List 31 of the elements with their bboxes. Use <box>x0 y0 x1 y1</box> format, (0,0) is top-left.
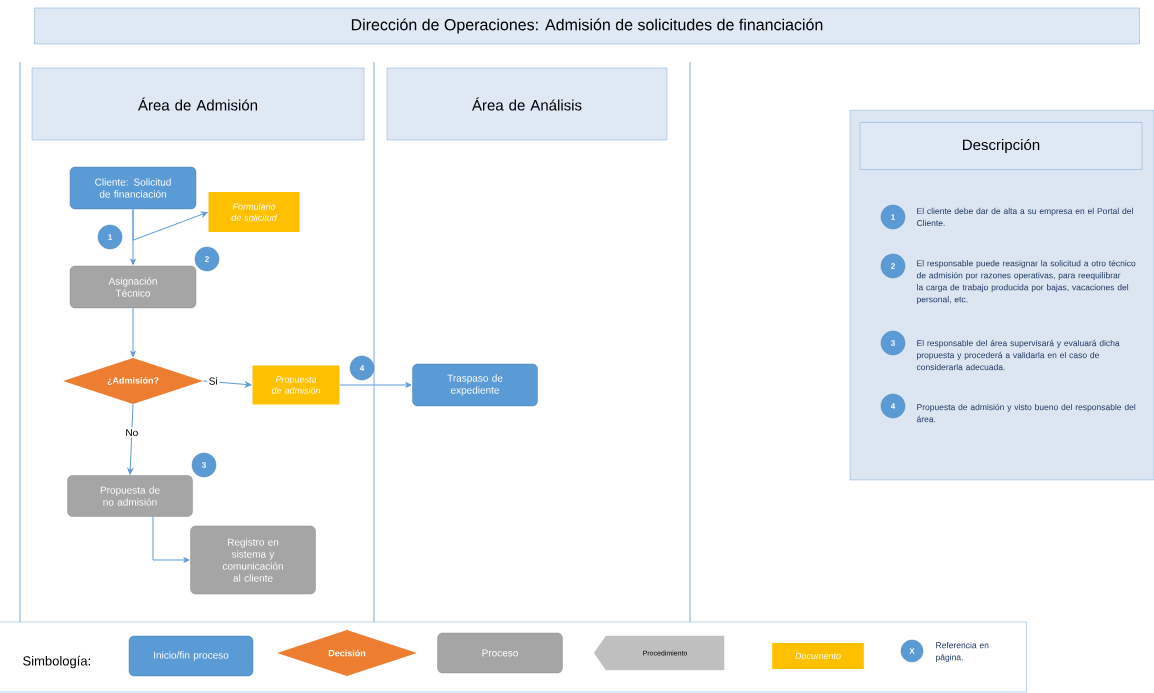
arrow <box>130 307 136 358</box>
lane-header: Área de Admisión <box>31 67 365 141</box>
lane-header: Área de Análisis <box>386 67 668 141</box>
process-box: Registro en sistema y comunicación al cliente <box>190 525 316 595</box>
reference-badge: 2 <box>880 253 906 279</box>
description-text: El cliente debe dar de alta a su empresa en el Portal del Cliente. <box>917 207 1133 227</box>
arrow <box>152 516 190 563</box>
arrow <box>339 382 412 388</box>
reference-badge: X <box>900 639 924 663</box>
reference-badge: 4 <box>349 355 375 381</box>
arrow <box>127 403 134 475</box>
edge-label: Si <box>207 375 220 387</box>
description-text: El responsable puede reasignar la solicitud a otro técnico de admisión por razones operativas, para reequilibrar la carga de trabajo producida por bajas, vacaciones del personal, etc. <box>916 260 1136 304</box>
description-text: El responsable del área supervisará y evaluará dicha propuesta y procederá a validarla en el caso de considerarla adecuada. <box>916 339 1120 371</box>
process-box: Propuesta de no admisión <box>67 475 193 517</box>
end-box: Traspaso de expediente <box>412 363 538 407</box>
description-text: Propuesta de admisión y visto bueno del responsable del área. <box>916 403 1136 423</box>
panel-header: Descripción <box>859 122 1143 170</box>
reference-badge: 1 <box>880 204 906 230</box>
reference-badge: 4 <box>880 393 906 419</box>
reference-badge: 2 <box>194 246 220 272</box>
edge-label: No <box>123 427 140 438</box>
reference-badge: 3 <box>880 330 906 356</box>
process-box: Asignación Técnico <box>69 265 197 309</box>
arrow <box>132 208 208 241</box>
title-band: Dirección de Operaciones: Admisión de solicitudes de financiación <box>34 7 1140 45</box>
description-text: Referencia en página. <box>936 642 989 662</box>
start-box: Cliente: Solicitud de financiación <box>69 166 197 210</box>
reference-badge: 1 <box>97 224 123 250</box>
arrow <box>202 380 252 388</box>
reference-badge: 3 <box>191 452 217 478</box>
